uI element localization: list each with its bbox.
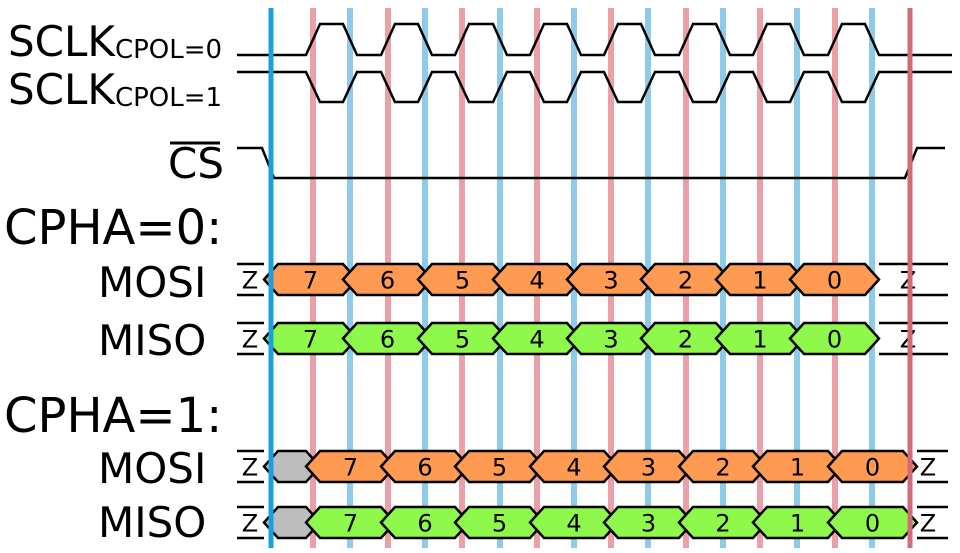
bit-label: 6 [380, 326, 395, 354]
cpha1-miso-label: MISO [98, 498, 206, 547]
bit-label: 5 [455, 267, 470, 295]
bit-label: 3 [603, 326, 618, 354]
cpha1-title: CPHA=1: [4, 388, 222, 444]
cpha0-mosi-label: MOSI [98, 258, 206, 307]
bit-label: 6 [417, 510, 432, 538]
bit-label: 7 [303, 267, 318, 295]
bit-label: 7 [343, 454, 358, 482]
bit-label: 0 [865, 510, 880, 538]
hiz-label: Z [242, 454, 258, 482]
hiz-label: Z [242, 326, 258, 354]
sclk-cpol1-label: SCLKCPOL=1 [8, 65, 222, 114]
frame-edge-markers [268, 8, 913, 548]
cpha0-miso-label: MISO [98, 316, 206, 365]
bit-label: 5 [455, 326, 470, 354]
cpha1-mosi-label: MOSI [98, 444, 206, 493]
bit-label: 2 [715, 454, 730, 482]
bit-label: 3 [603, 267, 618, 295]
cs-label: CS [168, 139, 224, 188]
bit-label: 4 [566, 454, 581, 482]
bit-label: 6 [380, 267, 395, 295]
bit-label: 5 [492, 510, 507, 538]
bit-label: 1 [790, 454, 805, 482]
bit-label: 7 [343, 510, 358, 538]
hiz-label: Z [920, 510, 936, 538]
bit-label: 3 [641, 510, 656, 538]
bit-label: 3 [641, 454, 656, 482]
hiz-label: Z [242, 510, 258, 538]
bit-label: 0 [827, 267, 842, 295]
bit-label: 2 [678, 326, 693, 354]
bit-label: 1 [790, 510, 805, 538]
hiz-label: Z [920, 454, 936, 482]
cpha1-miso-waveform: Z 7 6 5 4 3 2 1 0 Z [237, 505, 948, 540]
bit-label: 6 [417, 454, 432, 482]
bit-label: 2 [715, 510, 730, 538]
bit-cell [788, 262, 881, 297]
sclk-cpol0-waveform [237, 22, 952, 57]
cpha1-mosi-waveform: Z 7 6 5 4 3 2 1 0 Z [237, 449, 948, 484]
bit-cell [788, 321, 881, 356]
bit-label: 2 [678, 267, 693, 295]
bit-label: 4 [529, 267, 544, 295]
bit-label: 1 [752, 326, 767, 354]
sclk-cpol0-label: SCLKCPOL=0 [8, 17, 222, 66]
sclk-cpol1-waveform [237, 70, 952, 104]
hiz-label: Z [242, 267, 258, 295]
bit-label: 0 [827, 326, 842, 354]
bit-label: 0 [865, 454, 880, 482]
cpha0-title: CPHA=0: [4, 200, 222, 256]
bit-label: 1 [752, 267, 767, 295]
bit-cell [826, 449, 919, 484]
cs-waveform [237, 146, 945, 180]
bit-cell [826, 505, 919, 540]
bit-label: 5 [492, 454, 507, 482]
bit-label: 4 [566, 510, 581, 538]
bit-label: 7 [303, 326, 318, 354]
bit-label: 4 [529, 326, 544, 354]
